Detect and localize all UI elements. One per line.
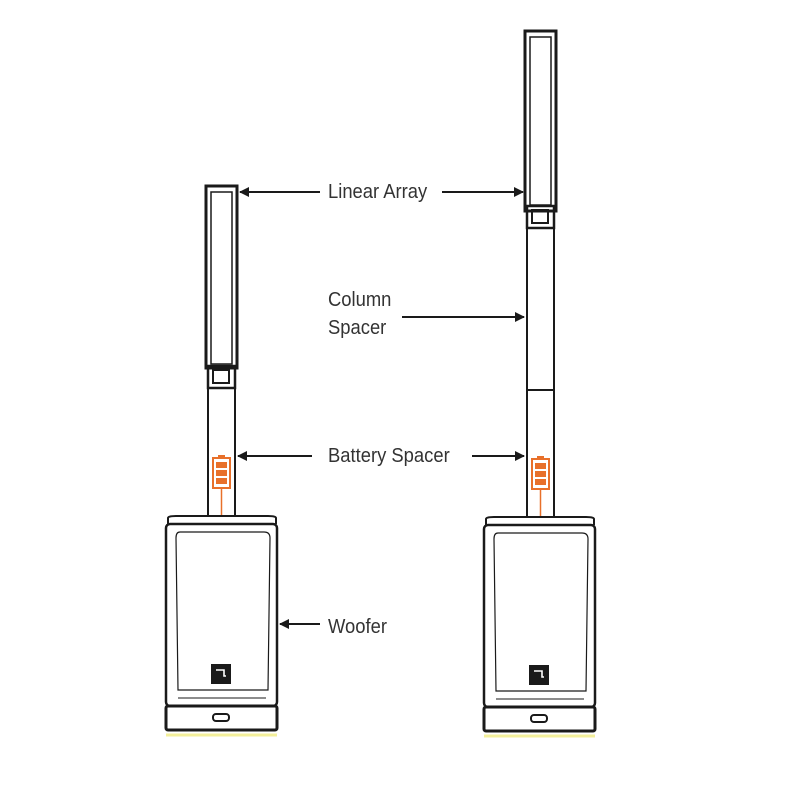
label-woofer: Woofer bbox=[328, 613, 387, 641]
label-column-spacer: Column Spacer bbox=[328, 286, 391, 342]
label-linear-array-text: Linear Array bbox=[328, 181, 428, 203]
label-battery-spacer: Battery Spacer bbox=[328, 442, 450, 470]
battery-icon bbox=[531, 456, 550, 517]
logo-badge-icon bbox=[211, 664, 231, 684]
label-column-spacer-line1: Column bbox=[328, 289, 392, 311]
linear-array-right bbox=[523, 29, 558, 213]
speaker-short-config bbox=[164, 184, 279, 737]
connector-right bbox=[525, 204, 556, 230]
label-column-spacer-line2: Spacer bbox=[328, 317, 387, 339]
column-spacer-right bbox=[526, 227, 555, 391]
label-woofer-text: Woofer bbox=[328, 616, 387, 638]
battery-icon bbox=[212, 455, 231, 516]
logo-badge-icon bbox=[529, 665, 549, 685]
woofer-left bbox=[164, 515, 279, 732]
label-battery-spacer-text: Battery Spacer bbox=[328, 445, 450, 467]
woofer-right bbox=[482, 516, 597, 733]
linear-array-left bbox=[204, 184, 239, 370]
speaker-tall-config bbox=[482, 29, 597, 738]
label-linear-array: Linear Array bbox=[328, 178, 427, 206]
